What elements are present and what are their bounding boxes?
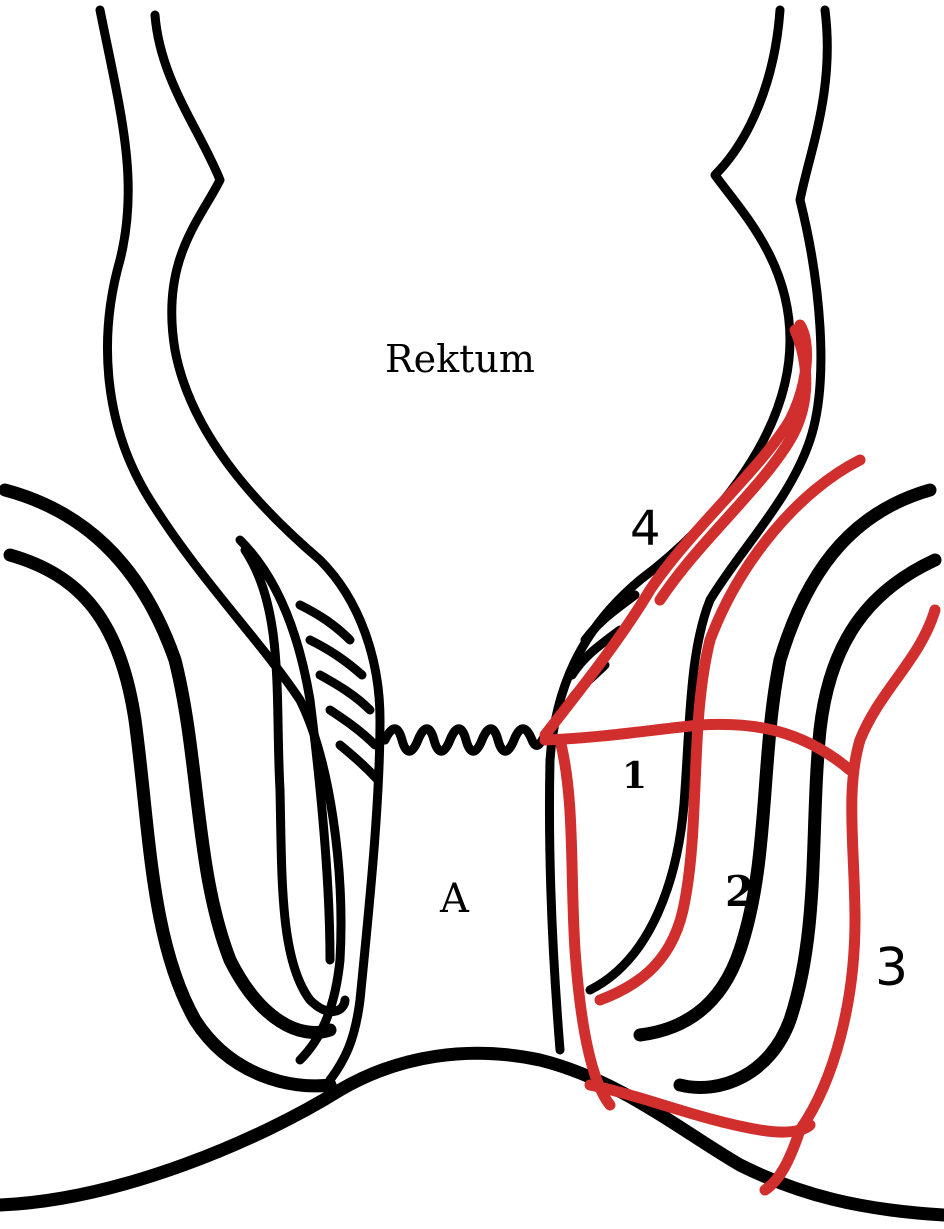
fistula-path-3-bottom: [584, 1079, 816, 1138]
rectum-left-outer-wall: [95, 5, 346, 1065]
label-rectum: Rektum: [385, 337, 535, 381]
fistula-path-4-return: [654, 324, 812, 606]
rectum-left-inner-wall: [150, 10, 385, 1085]
internal-sphincter-left: [235, 535, 335, 965]
levator-right-inner: [673, 553, 942, 1094]
label-path-4: 4: [630, 501, 661, 557]
label-path-3: 3: [875, 938, 908, 998]
fistula-paths: [539, 319, 941, 1196]
fistula-path-1-tract: [554, 734, 616, 1111]
hatch-left-3: [315, 670, 375, 715]
levator-right: [633, 483, 942, 1094]
levator-left: [0, 483, 350, 1093]
hatch-left-2: [305, 635, 367, 680]
label-anal-canal: A: [439, 876, 470, 922]
fistula-path-2: [594, 454, 866, 1006]
hatch-left-5: [335, 740, 383, 785]
levator-right-outer: [633, 483, 937, 1042]
rectum-left-wall: [95, 5, 385, 1085]
perineal-skin: [0, 1046, 944, 1222]
hatch-left-4: [325, 705, 380, 750]
levator-left-outer: [0, 483, 337, 1039]
hatch-left-1: [295, 600, 355, 645]
label-path-2: 2: [725, 867, 754, 916]
puborectalis-left-loop: [240, 545, 350, 1016]
label-path-1: 1: [622, 755, 647, 797]
hatch-right-1: [580, 590, 640, 645]
fistula-path-4: [539, 319, 812, 741]
fistula-path-3: [759, 604, 941, 1196]
sphincter-hatching-left: [295, 600, 383, 785]
rectum-right-outer-wall: [585, 5, 832, 995]
dentate-line: [380, 724, 550, 756]
levator-left-inner: [3, 548, 337, 1093]
